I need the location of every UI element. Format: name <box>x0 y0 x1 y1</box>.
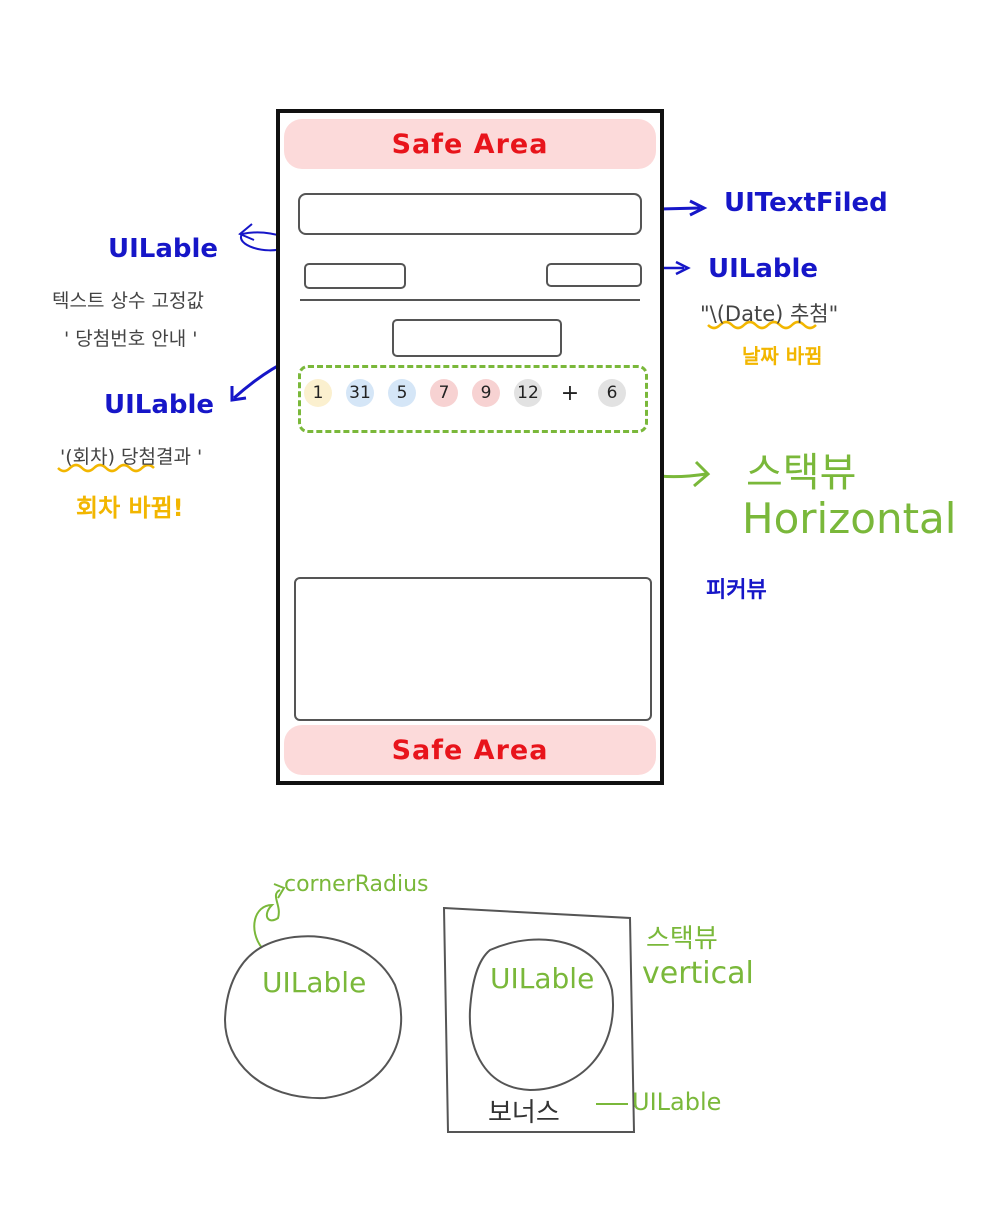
result-label-box <box>392 319 562 357</box>
result-underline <box>57 463 155 473</box>
legend-corner-radius: cornerRadius <box>284 872 429 897</box>
annotation-result-label: UILable <box>104 390 215 420</box>
annotation-static-note-1: 텍스트 상수 고정값 <box>52 290 204 312</box>
stackview-horizontal-outline <box>298 365 648 433</box>
legend-stackview-v-axis: vertical <box>642 956 754 991</box>
legend-stack-box <box>442 906 636 1133</box>
legend-bonus-text: 보너스 <box>488 1098 560 1128</box>
legend-circle-label-right: UILable <box>490 962 595 995</box>
legend-circle-left <box>223 935 403 1100</box>
textfield-box <box>298 193 642 235</box>
annotation-date-label: UILable <box>708 254 819 284</box>
annotation-date-change: 날짜 바뀜 <box>742 344 823 368</box>
annotation-stackview-h-title: 스택뷰 <box>746 450 857 496</box>
divider-line <box>300 299 640 301</box>
number-ball: 12 <box>514 379 542 407</box>
arrow-corner-radius <box>253 889 281 949</box>
annotation-textfield: UITextFiled <box>724 188 888 218</box>
legend-bonus-label: UILable <box>632 1088 722 1116</box>
legend-circle-right <box>468 938 615 1092</box>
safe-area-bottom: Safe Area <box>284 725 656 775</box>
date-label-box <box>546 263 642 287</box>
annotation-date-note: "\(Date) 추첨" <box>700 302 839 326</box>
number-ball: 5 <box>388 379 416 407</box>
date-underline <box>707 320 817 330</box>
number-ball: 6 <box>598 379 626 407</box>
annotation-result-note: '(회차) 당첨결과 ' <box>60 446 203 468</box>
annotation-stackview-h-axis: Horizontal <box>742 494 957 543</box>
annotation-pickerview: 피커뷰 <box>706 578 767 603</box>
annotation-result-change: 회차 바뀜! <box>76 494 184 522</box>
number-ball: 9 <box>472 379 500 407</box>
static-label-box <box>304 263 406 289</box>
number-ball: 31 <box>346 379 374 407</box>
picker-view-box <box>294 577 652 721</box>
number-ball: 1 <box>304 379 332 407</box>
legend-stackview-v-title: 스택뷰 <box>646 924 718 954</box>
annotation-static-note-2: ' 당첨번호 안내 ' <box>64 328 198 350</box>
number-ball: 7 <box>430 379 458 407</box>
annotation-static-label: UILable <box>108 234 219 264</box>
plus-sign: + <box>556 379 584 407</box>
safe-area-top: Safe Area <box>284 119 656 169</box>
legend-circle-label-left: UILable <box>262 966 367 999</box>
